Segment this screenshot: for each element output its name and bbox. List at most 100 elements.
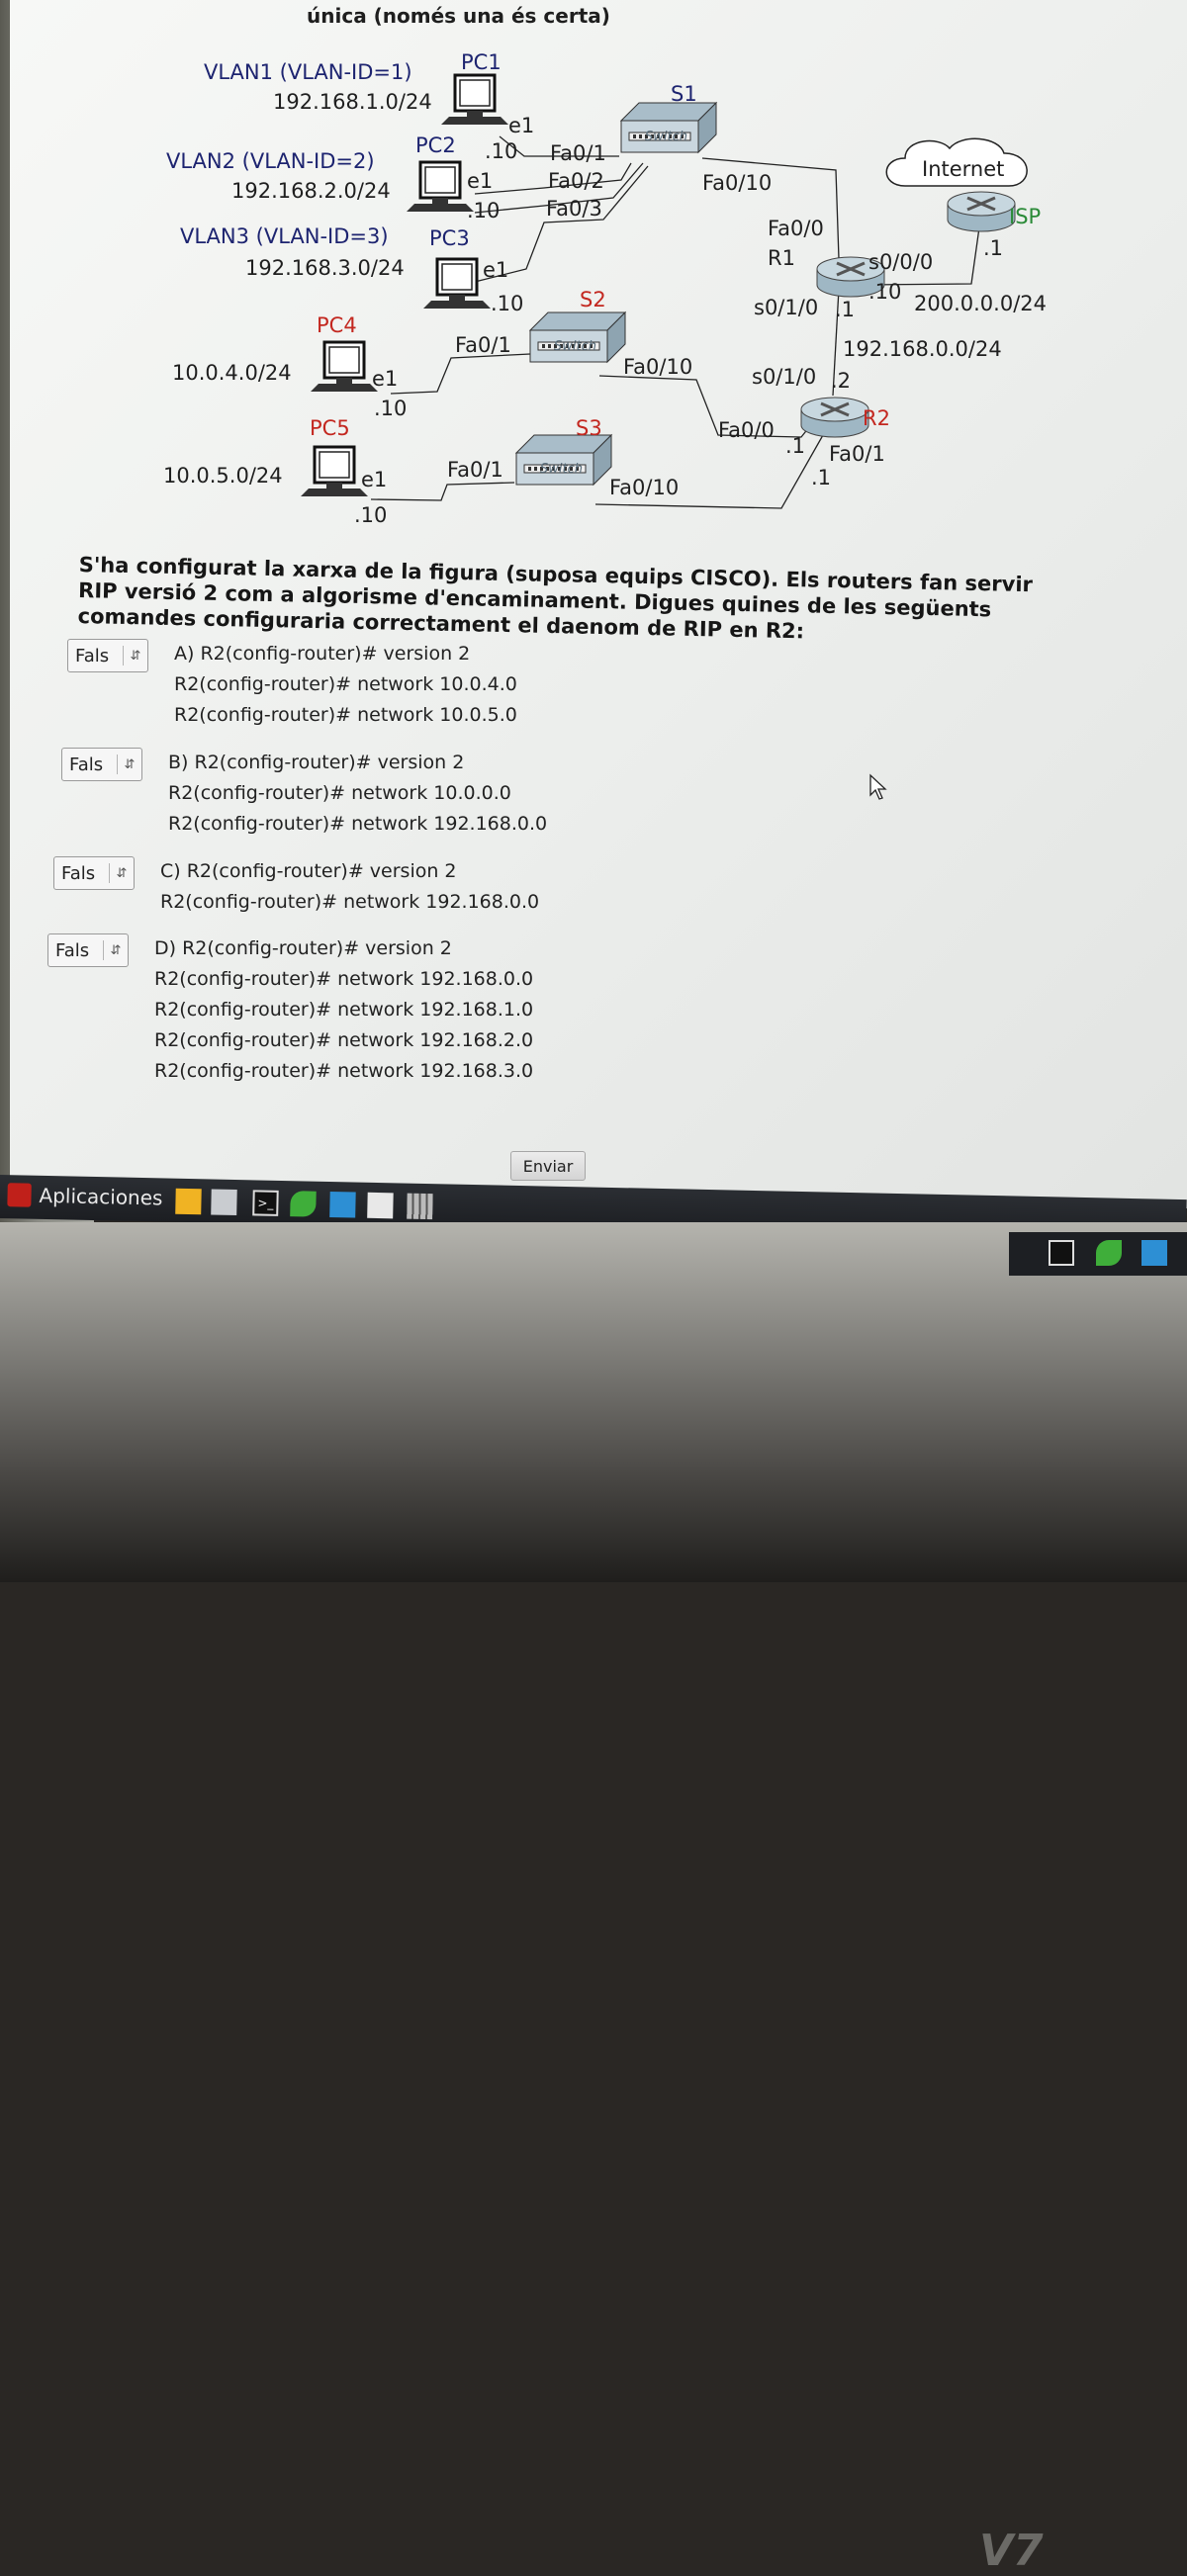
applications-label: Aplicaciones (39, 1183, 163, 1210)
pc1-net: 192.168.1.0/24 (273, 90, 432, 114)
pc3-vlan: VLAN3 (VLAN-ID=3) (180, 224, 389, 248)
pc2-icon[interactable] (405, 160, 476, 214)
pc4-host: .10 (374, 397, 407, 420)
pc1-iface: e1 (508, 114, 534, 137)
pc3-iface: e1 (483, 258, 508, 282)
pc4-name: PC4 (317, 313, 357, 337)
internet-label: Internet (922, 157, 1004, 181)
option-a-text: A) R2(config-router)# version 2 R2(confi… (174, 639, 517, 731)
option-c-select-value: Fals (61, 862, 96, 884)
r2-fa00: Fa0/0 (718, 418, 775, 442)
r1-host-s: .1 (835, 298, 855, 321)
pc1-vlan: VLAN1 (VLAN-ID=1) (204, 60, 412, 84)
mouse-cursor-icon (869, 773, 887, 800)
isp-name: ISP (1009, 205, 1041, 228)
option-line: C) R2(config-router)# version 2 (160, 860, 457, 882)
option-line: D) R2(config-router)# version 2 (154, 937, 452, 959)
option-d-select-value: Fals (55, 939, 90, 961)
option-c-select[interactable]: Fals ⇵ (53, 856, 135, 890)
select-chevron-icon: ⇵ (124, 756, 136, 772)
option-line: R2(config-router)# network 192.168.0.0 (160, 891, 540, 913)
system-tray (1009, 1232, 1187, 1276)
isp-host: .1 (983, 236, 1003, 260)
pc1-icon[interactable] (439, 73, 510, 127)
pc5-icon[interactable] (299, 445, 370, 498)
switch-s2-text: Switch (554, 339, 596, 354)
pc2-iface: e1 (467, 169, 493, 193)
monitor-bezel-bottom: V7 (0, 1222, 1187, 2576)
s3-port-fa010: Fa0/10 (609, 476, 679, 499)
option-line: R2(config-router)# network 192.168.0.0 (154, 968, 534, 990)
window-icon[interactable] (211, 1189, 237, 1216)
tray-browser-icon[interactable] (1141, 1240, 1167, 1266)
apps-logo-icon (7, 1183, 32, 1207)
option-line: R2(config-router)# network 10.0.4.0 (174, 673, 517, 695)
s1-port-fa02: Fa0/2 (548, 169, 604, 193)
monitor-brand: V7 (979, 2526, 1044, 2576)
option-line: A) R2(config-router)# version 2 (174, 643, 471, 665)
switch-s3-name: S3 (576, 416, 602, 440)
applications-menu-button[interactable]: Aplicaciones (7, 1183, 163, 1210)
s2-port-fa010: Fa0/10 (623, 355, 692, 379)
pc2-vlan: VLAN2 (VLAN-ID=2) (166, 149, 375, 173)
option-b-select-value: Fals (69, 754, 104, 775)
serial-net: 192.168.0.0/24 (843, 337, 1002, 361)
pc3-net: 192.168.3.0/24 (245, 256, 405, 280)
switch-s2-name: S2 (580, 288, 606, 311)
pc2-host: .10 (467, 199, 500, 222)
option-d-text: D) R2(config-router)# version 2 R2(confi… (154, 933, 533, 1087)
network-diagram: Switch Switch Switch Internet PC1 VLAN1 … (163, 50, 1047, 527)
pc4-icon[interactable] (309, 340, 380, 394)
option-c-text: C) R2(config-router)# version 2 R2(confi… (160, 856, 539, 918)
option-a-select-value: Fals (75, 645, 110, 666)
r1-s000: s0/0/0 (868, 250, 933, 274)
select-chevron-icon: ⇵ (110, 942, 122, 958)
pc5-net: 10.0.5.0/24 (163, 464, 283, 488)
s3-port-fa01: Fa0/1 (447, 458, 503, 482)
question-text: S'ha configurat la xarxa de la figura (s… (77, 552, 1034, 644)
pc2-net: 192.168.2.0/24 (231, 179, 391, 203)
select-chevron-icon: ⇵ (130, 648, 141, 664)
switch-s1-icon[interactable] (619, 101, 718, 154)
option-a-select[interactable]: Fals ⇵ (67, 639, 148, 672)
r1-s010: s0/1/0 (754, 296, 818, 319)
pc3-name: PC3 (429, 226, 470, 250)
router-isp-icon[interactable] (946, 190, 1017, 233)
switch-s1-text: Switch (645, 130, 687, 144)
screen: única (només una és certa) (10, 0, 1187, 1208)
option-b-text: B) R2(config-router)# version 2 R2(confi… (168, 748, 547, 840)
switch-s2-icon[interactable] (528, 311, 627, 364)
browser-icon[interactable] (329, 1191, 356, 1218)
pc5-iface: e1 (361, 468, 387, 491)
pc1-host: .10 (485, 139, 517, 163)
question-heading: única (només una és certa) (307, 4, 610, 28)
option-b-select[interactable]: Fals ⇵ (61, 748, 142, 781)
tray-terminal-icon[interactable] (1049, 1240, 1074, 1266)
switch-s3-text: Switch (540, 462, 583, 477)
submit-button[interactable]: Enviar (510, 1151, 586, 1181)
s1-port-fa03: Fa0/3 (546, 197, 602, 221)
terminal-icon[interactable]: >_ (252, 1190, 279, 1216)
r2-host-fa1: .1 (811, 466, 831, 489)
r1-host-fa: .10 (868, 280, 901, 304)
folder-icon[interactable] (175, 1188, 202, 1215)
pc3-icon[interactable] (421, 257, 493, 311)
pc2-name: PC2 (415, 133, 456, 157)
tray-leaf-icon[interactable] (1096, 1240, 1122, 1266)
switch-s3-icon[interactable] (514, 433, 613, 487)
cables (370, 135, 980, 509)
r2-host-fa0: .1 (785, 434, 805, 458)
r2-fa01: Fa0/1 (829, 442, 885, 466)
wan-net: 200.0.0.0/24 (914, 292, 1047, 315)
leaf-icon[interactable] (290, 1191, 317, 1217)
option-line: R2(config-router)# network 192.168.1.0 (154, 999, 534, 1021)
router-r2-icon[interactable] (799, 396, 870, 439)
pc3-host: .10 (491, 292, 523, 315)
editor-icon[interactable] (367, 1192, 394, 1219)
s1-port-fa01: Fa0/1 (550, 141, 606, 165)
option-line: R2(config-router)# network 10.0.0.0 (168, 782, 511, 804)
option-d-select[interactable]: Fals ⇵ (47, 933, 129, 967)
calculator-icon[interactable] (407, 1193, 433, 1220)
pc4-net: 10.0.4.0/24 (172, 361, 292, 385)
r2-name: R2 (863, 406, 890, 430)
